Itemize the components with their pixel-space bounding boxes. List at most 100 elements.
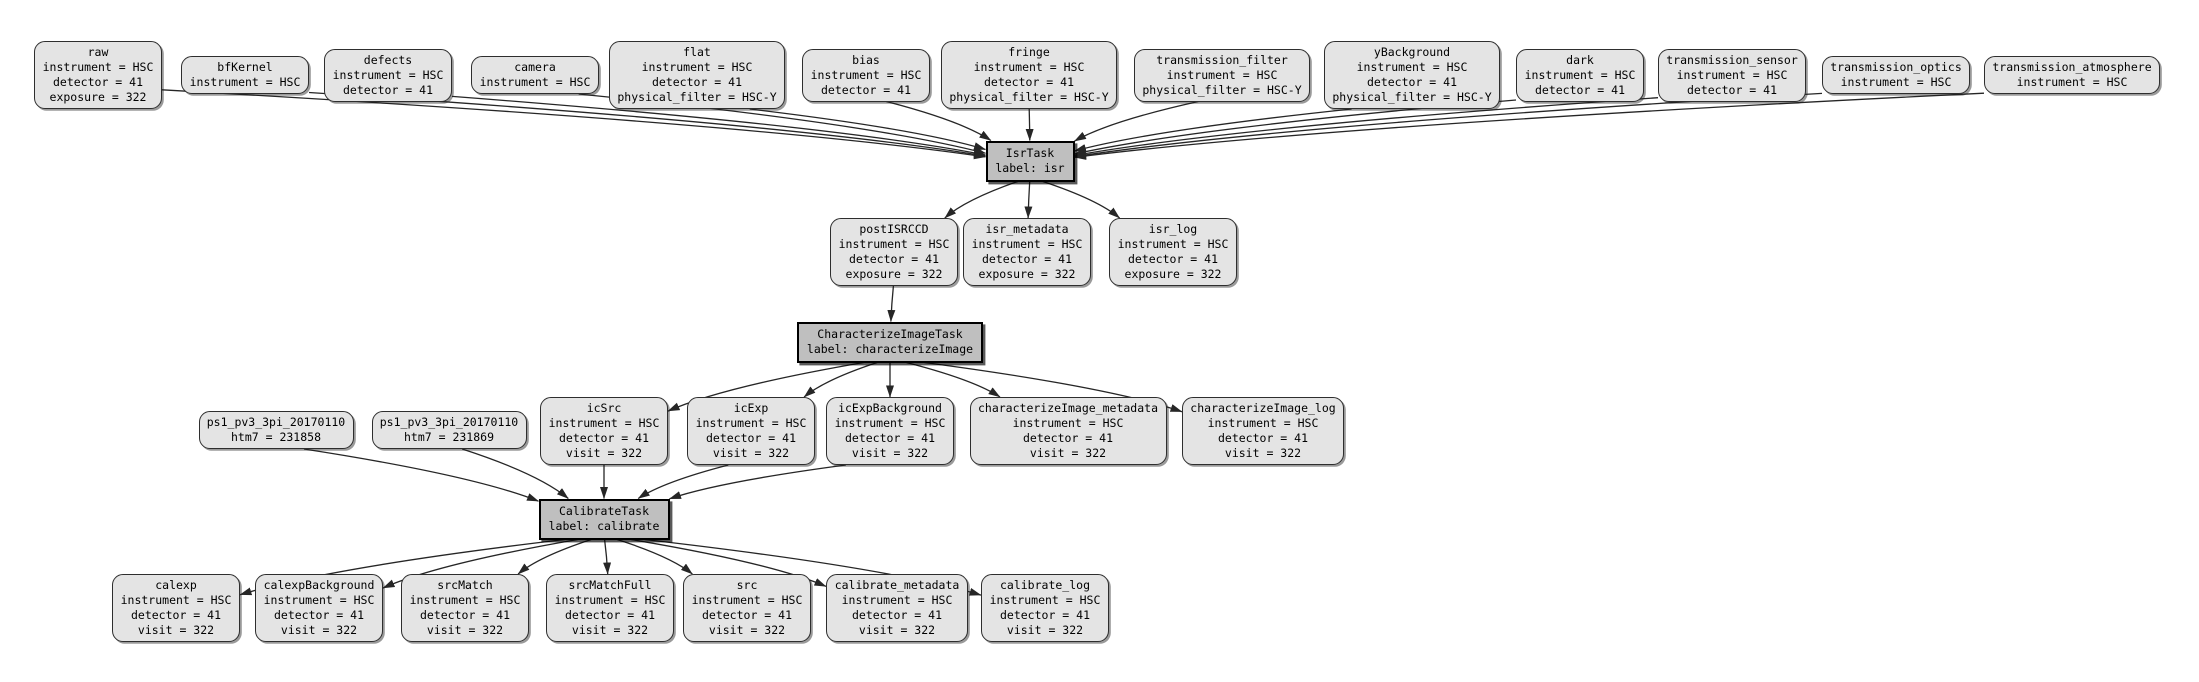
edge-transmission_atmosphere-to-IsrTask xyxy=(1074,92,1985,160)
node-dimension: instrument = HSC xyxy=(1356,60,1468,74)
node-dimension: detector = 41 xyxy=(848,252,939,266)
node-title: isr_metadata xyxy=(985,222,1069,236)
node-title: ps1_pv3_3pi_20170110 xyxy=(206,415,346,429)
edge-transmission_optics-to-IsrTask xyxy=(1074,92,1823,159)
node-dimension: instrument = HSC xyxy=(554,593,666,607)
edge-CalibrateTask-to-calexpBackground xyxy=(382,538,578,589)
node-title: postISRCCD xyxy=(859,222,929,236)
node-dimension: detector = 41 xyxy=(564,608,655,622)
node-dimension: visit = 322 xyxy=(858,623,936,637)
node-dimension: detector = 41 xyxy=(1022,431,1113,445)
edge-CalibrateTask-to-src xyxy=(617,538,693,575)
node-dimension: physical_filter = HSC-Y xyxy=(617,90,777,104)
node-dimension: instrument = HSC xyxy=(838,237,950,251)
node-dimension: detector = 41 xyxy=(701,608,792,622)
node-dimension: instrument = HSC xyxy=(548,416,660,430)
node-dimension: instrument = HSC xyxy=(1166,67,1278,82)
node-title: transmission_filter xyxy=(1156,52,1288,67)
edge-postISRCCD-to-CharacterizeImageTask xyxy=(887,285,896,322)
node-dimension: exposure = 322 xyxy=(978,267,1076,281)
edge-icExp-to-CalibrateTask xyxy=(637,464,729,500)
node-dimension: detector = 41 xyxy=(651,75,742,89)
node-dimension: detector = 41 xyxy=(1366,75,1457,89)
edge-icExpBackground-to-CalibrateTask xyxy=(669,464,846,500)
node-dimension: detector = 41 xyxy=(844,431,935,445)
edge-CalibrateTask-to-srcMatch xyxy=(517,538,592,575)
node-dimension: instrument = HSC xyxy=(1117,237,1229,251)
node-dimension: instrument = HSC xyxy=(841,593,953,607)
node-title: raw xyxy=(87,45,109,59)
node-dimension: instrument = HSC xyxy=(641,60,753,74)
node-dimension: detector = 41 xyxy=(1534,82,1625,97)
node-dimension: instrument = HSC xyxy=(2016,75,2128,89)
node-title: icExp xyxy=(733,401,769,415)
node-dimension: htm7 = 231858 xyxy=(230,430,321,444)
edge-bfKernel-to-IsrTask xyxy=(308,91,986,159)
node-dimension: instrument = HSC xyxy=(332,67,444,82)
node-title: ps1_pv3_3pi_20170110 xyxy=(379,415,519,429)
node-title: bfKernel xyxy=(217,60,273,74)
node-title: camera xyxy=(514,60,556,74)
edge-defects-to-IsrTask xyxy=(451,95,986,157)
node-title: calexp xyxy=(155,578,197,592)
node-dimension: instrument = HSC xyxy=(189,75,301,89)
node-dimension: instrument = HSC xyxy=(1524,67,1636,82)
node-title: calibrate_metadata xyxy=(834,578,960,592)
edge-CalibrateTask-to-srcMatchFull xyxy=(603,539,612,575)
node-dimension: visit = 322 xyxy=(708,623,786,637)
edge-bias-to-IsrTask xyxy=(886,100,992,142)
node-dimension: instrument = HSC xyxy=(42,60,154,74)
node-dimension: detector = 41 xyxy=(52,75,143,89)
node-dimension: visit = 322 xyxy=(137,623,215,637)
node-dimension: visit = 322 xyxy=(1029,446,1107,460)
node-dimension: instrument = HSC xyxy=(989,593,1101,607)
node-dimension: instrument = HSC xyxy=(409,593,521,607)
node-dimension: htm7 = 231869 xyxy=(403,430,494,444)
node-dimension: detector = 41 xyxy=(820,82,911,97)
edge-CharacterizeImageTask-to-icExp xyxy=(803,361,878,398)
node-dimension: label: calibrate xyxy=(548,519,660,533)
node-title: icSrc xyxy=(586,401,622,415)
node-dimension: instrument = HSC xyxy=(1207,416,1319,430)
node-title: transmission_sensor xyxy=(1666,52,1798,67)
node-dimension: instrument = HSC xyxy=(695,416,807,430)
edge-IsrTask-to-postISRCCD xyxy=(944,180,1018,219)
node-dimension: detector = 41 xyxy=(983,75,1074,89)
node-dimension: physical_filter = HSC-Y xyxy=(1332,90,1492,104)
node-dimension: physical_filter = HSC-Y xyxy=(949,90,1109,104)
node-title: IsrTask xyxy=(1005,146,1055,160)
node-dimension: instrument = HSC xyxy=(479,75,591,89)
node-dimension: detector = 41 xyxy=(705,431,796,445)
node-dimension: instrument = HSC xyxy=(263,593,375,607)
node-title: icExpBackground xyxy=(838,401,942,415)
node-dimension: detector = 41 xyxy=(999,608,1090,622)
node-dimension: visit = 322 xyxy=(1224,446,1302,460)
node-dimension: instrument = HSC xyxy=(810,67,922,82)
node-dimension: detector = 41 xyxy=(1217,431,1308,445)
node-dimension: detector = 41 xyxy=(1686,82,1777,97)
edge-yBackground-to-IsrTask xyxy=(1074,108,1352,152)
node-dimension: detector = 41 xyxy=(1127,252,1218,266)
node-dimension: detector = 41 xyxy=(273,608,364,622)
node-dimension: instrument = HSC xyxy=(1840,75,1952,89)
node-dimension: instrument = HSC xyxy=(973,60,1085,74)
